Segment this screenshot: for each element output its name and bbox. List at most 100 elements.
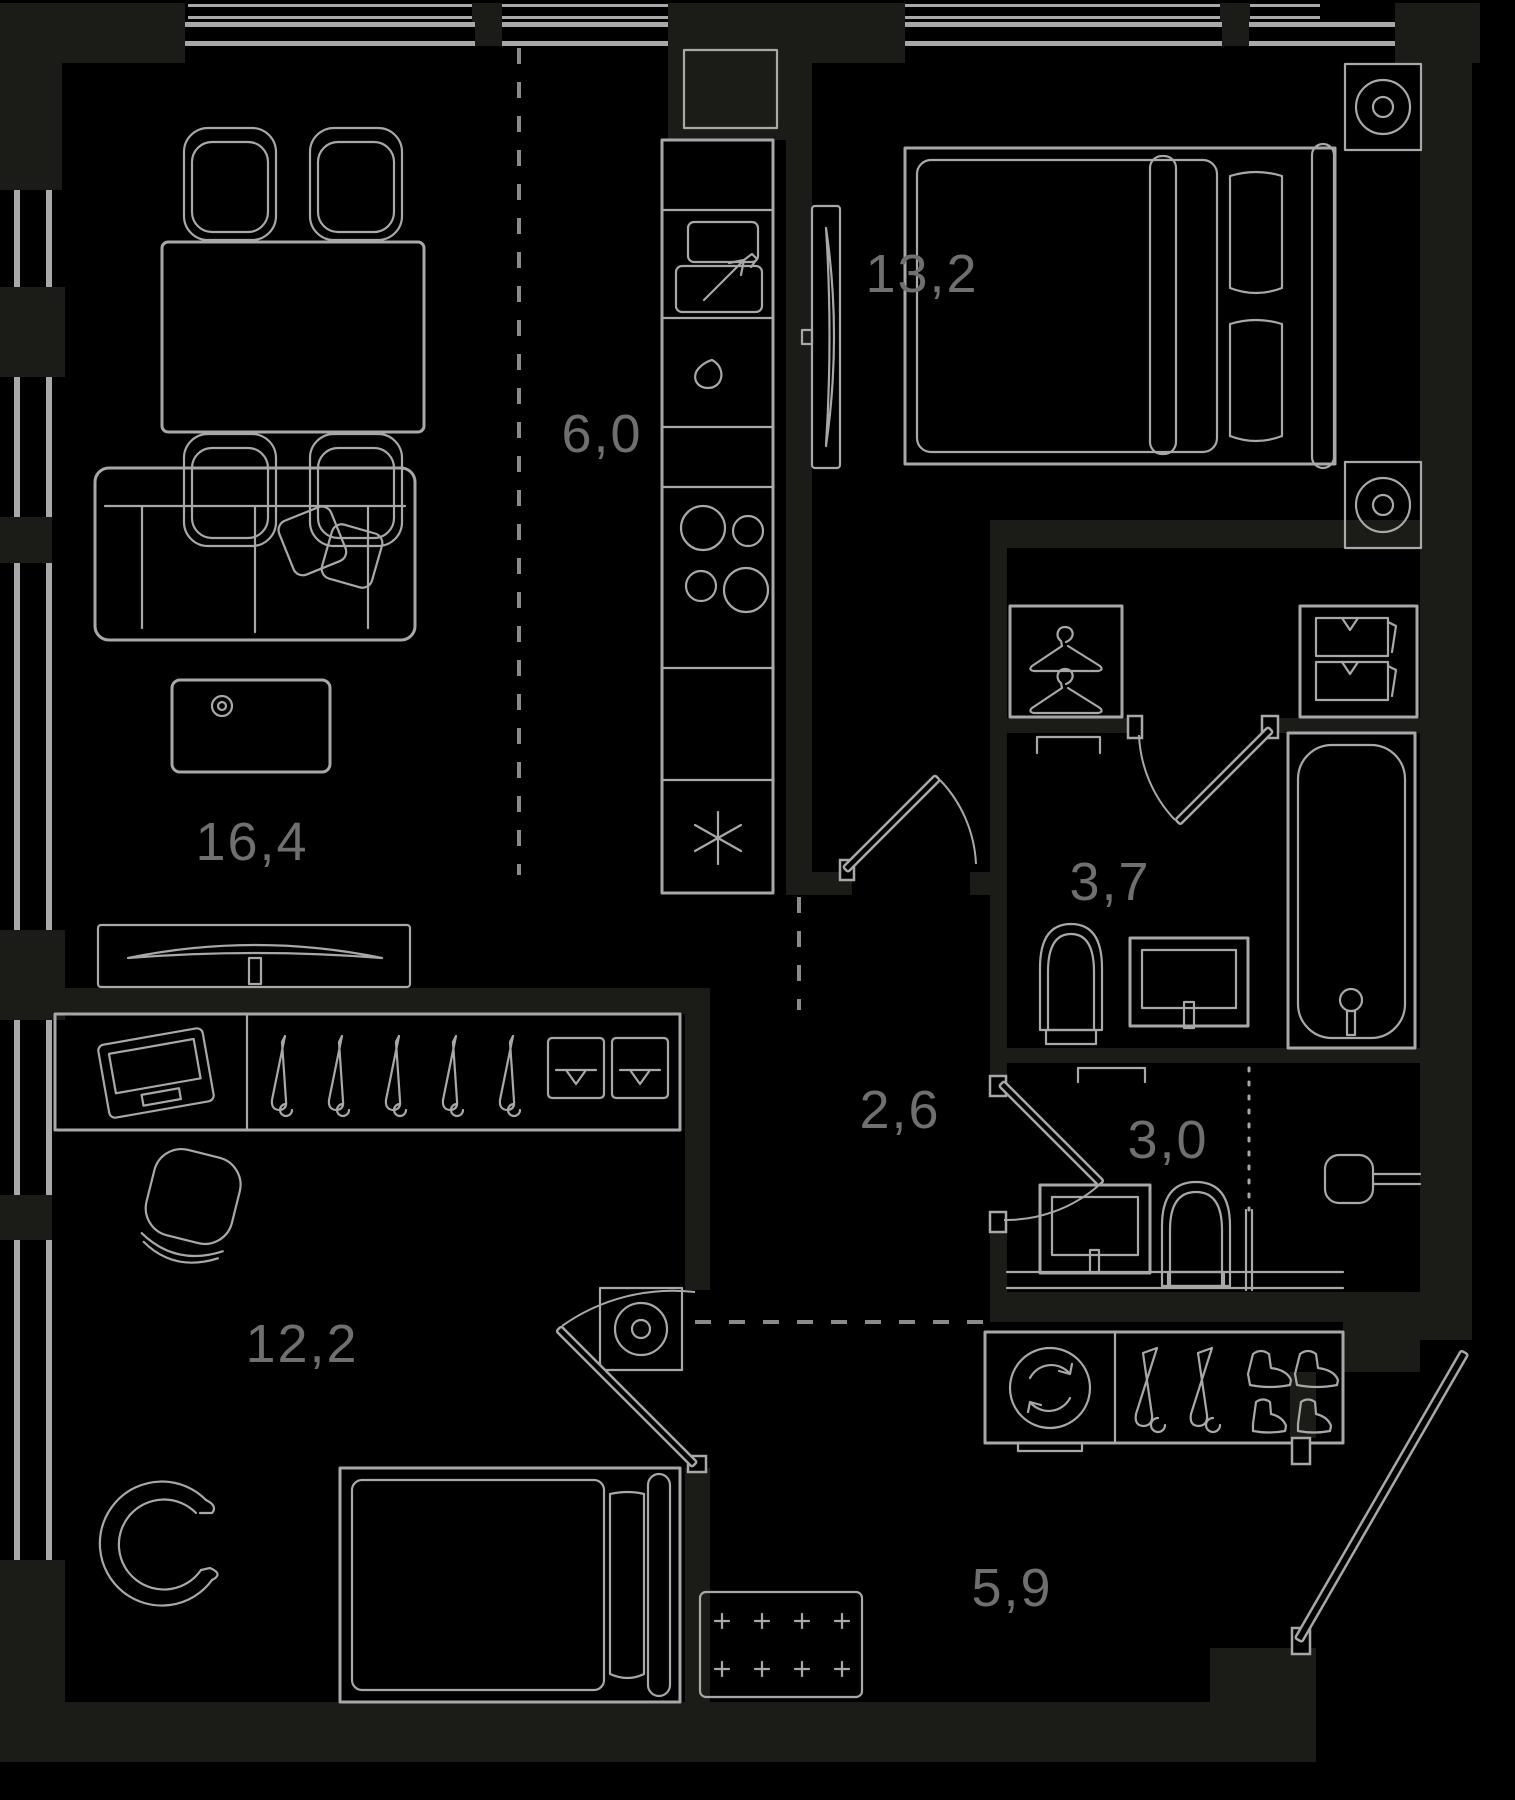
parapet-line — [188, 4, 668, 7]
sofa-pillow — [320, 523, 384, 589]
label-hallway: 2,6 — [859, 1080, 940, 1140]
wall-entrance-door-jamb — [1290, 1372, 1316, 1438]
linen-cabinet — [1298, 604, 1419, 719]
parapet-line — [1250, 16, 1320, 19]
double-bed — [903, 142, 1337, 470]
entrance-hall — [698, 1330, 1345, 1699]
window-top-right — [905, 22, 1395, 46]
dining-chair — [182, 432, 278, 548]
wall-bath-toilet — [1007, 1048, 1420, 1063]
wall-corner-top-left — [0, 3, 185, 63]
wall-corner-entrance — [1210, 1648, 1316, 1762]
window-mullion — [475, 22, 502, 46]
toilet-room — [1005, 1066, 1422, 1292]
door-bathroom — [1126, 714, 1280, 826]
counter-sections — [660, 208, 775, 782]
bathroom-sink — [1128, 936, 1250, 1030]
bedroom-tv — [800, 204, 842, 470]
wardrobe-niche — [1008, 604, 1419, 719]
pillow — [608, 1490, 646, 1680]
entry-cabinet — [983, 1330, 1345, 1453]
bathtub — [1286, 731, 1417, 1050]
side-hanger-icons — [1134, 1346, 1222, 1434]
kitchen-counter — [660, 138, 775, 895]
label-toilet: 3,0 — [1127, 1110, 1208, 1170]
storage-box-icon — [610, 1036, 670, 1100]
washing-machine-icon — [1008, 1346, 1092, 1453]
towel-ring — [1323, 1153, 1422, 1205]
counter-edge — [1005, 1270, 1345, 1290]
window-mullion — [1222, 22, 1249, 46]
living-room — [93, 126, 426, 989]
wall-corner-top-right — [1395, 3, 1480, 63]
wall-corner-top-left-leg — [0, 63, 62, 190]
label-kitchen: 6,0 — [561, 404, 642, 464]
towel-stack-icon — [1314, 616, 1398, 702]
vent-shaft-outline — [682, 48, 779, 130]
parapet-line — [788, 16, 1222, 19]
kitchen — [660, 48, 779, 895]
wall-mullion-tab — [472, 3, 502, 23]
parapet-line — [188, 16, 668, 19]
wall-hall-bath-lower — [990, 1217, 1007, 1322]
laptop-icon — [97, 1027, 215, 1119]
dining-chair — [308, 126, 404, 242]
exterior-wall-right — [1420, 63, 1472, 1340]
door-room-second — [555, 1289, 708, 1474]
room-second — [53, 1012, 684, 1704]
walls — [0, 3, 1480, 1762]
toilet — [1038, 922, 1104, 1046]
sofa-pillow — [277, 505, 348, 577]
coffee-table — [170, 678, 332, 774]
wall-bedroom-closet — [990, 520, 1420, 548]
entrance-door — [1290, 1349, 1469, 1656]
wall-stub-hall-west — [786, 872, 852, 895]
hanger-icon — [1029, 667, 1103, 715]
wall-mullion-tab — [1220, 3, 1250, 23]
oven-icon — [674, 220, 764, 314]
nightstand — [1343, 460, 1423, 550]
bathroom — [1035, 731, 1417, 1050]
desk-wardrobe-row — [53, 1012, 682, 1132]
wall-kitchen-bedroom — [786, 46, 812, 875]
label-bedroom: 13,2 — [865, 244, 978, 304]
dining-table — [160, 240, 426, 434]
wall-living-room2 — [52, 988, 710, 1014]
bedroom — [800, 62, 1423, 550]
wall-pier-left — [0, 287, 65, 377]
doors — [555, 714, 1469, 1656]
nightstand — [598, 1286, 684, 1372]
wall-tab-left — [0, 1195, 52, 1240]
blanket-edge — [1148, 154, 1178, 456]
hanger-icon — [1029, 625, 1103, 673]
pillow — [1228, 318, 1284, 443]
wall-hall-bath-upper — [990, 548, 1007, 1082]
parapet-line — [788, 4, 1222, 7]
parapet-line — [1250, 4, 1320, 7]
boots-icon — [1246, 1349, 1340, 1434]
door-toilet — [988, 1074, 1105, 1234]
headboard — [1310, 142, 1336, 470]
freezer-asterisk-icon — [693, 810, 743, 866]
wall-tab-left — [0, 517, 52, 563]
desk-chair — [140, 1148, 242, 1264]
toilet — [1160, 1180, 1232, 1288]
window-top-left — [185, 22, 668, 46]
wall-room2-hall-lower — [685, 1468, 710, 1702]
wall-room2-hall-upper — [685, 1014, 710, 1290]
wall-bath-door-right-jamb — [1270, 718, 1420, 733]
dining-chair — [308, 432, 404, 548]
washbasin-cabinet — [1038, 1183, 1152, 1275]
label-entrance-hall: 5,9 — [971, 1558, 1052, 1618]
pillow — [1228, 170, 1284, 295]
wall-bath-door-left-jamb — [990, 718, 1133, 733]
shower-screen — [1244, 1208, 1254, 1292]
headboard — [646, 1472, 672, 1698]
armchair — [98, 1480, 219, 1607]
sofa — [93, 466, 417, 642]
storage-box-icon — [546, 1036, 606, 1100]
tv-console — [96, 923, 412, 989]
nightstand — [1343, 62, 1423, 152]
